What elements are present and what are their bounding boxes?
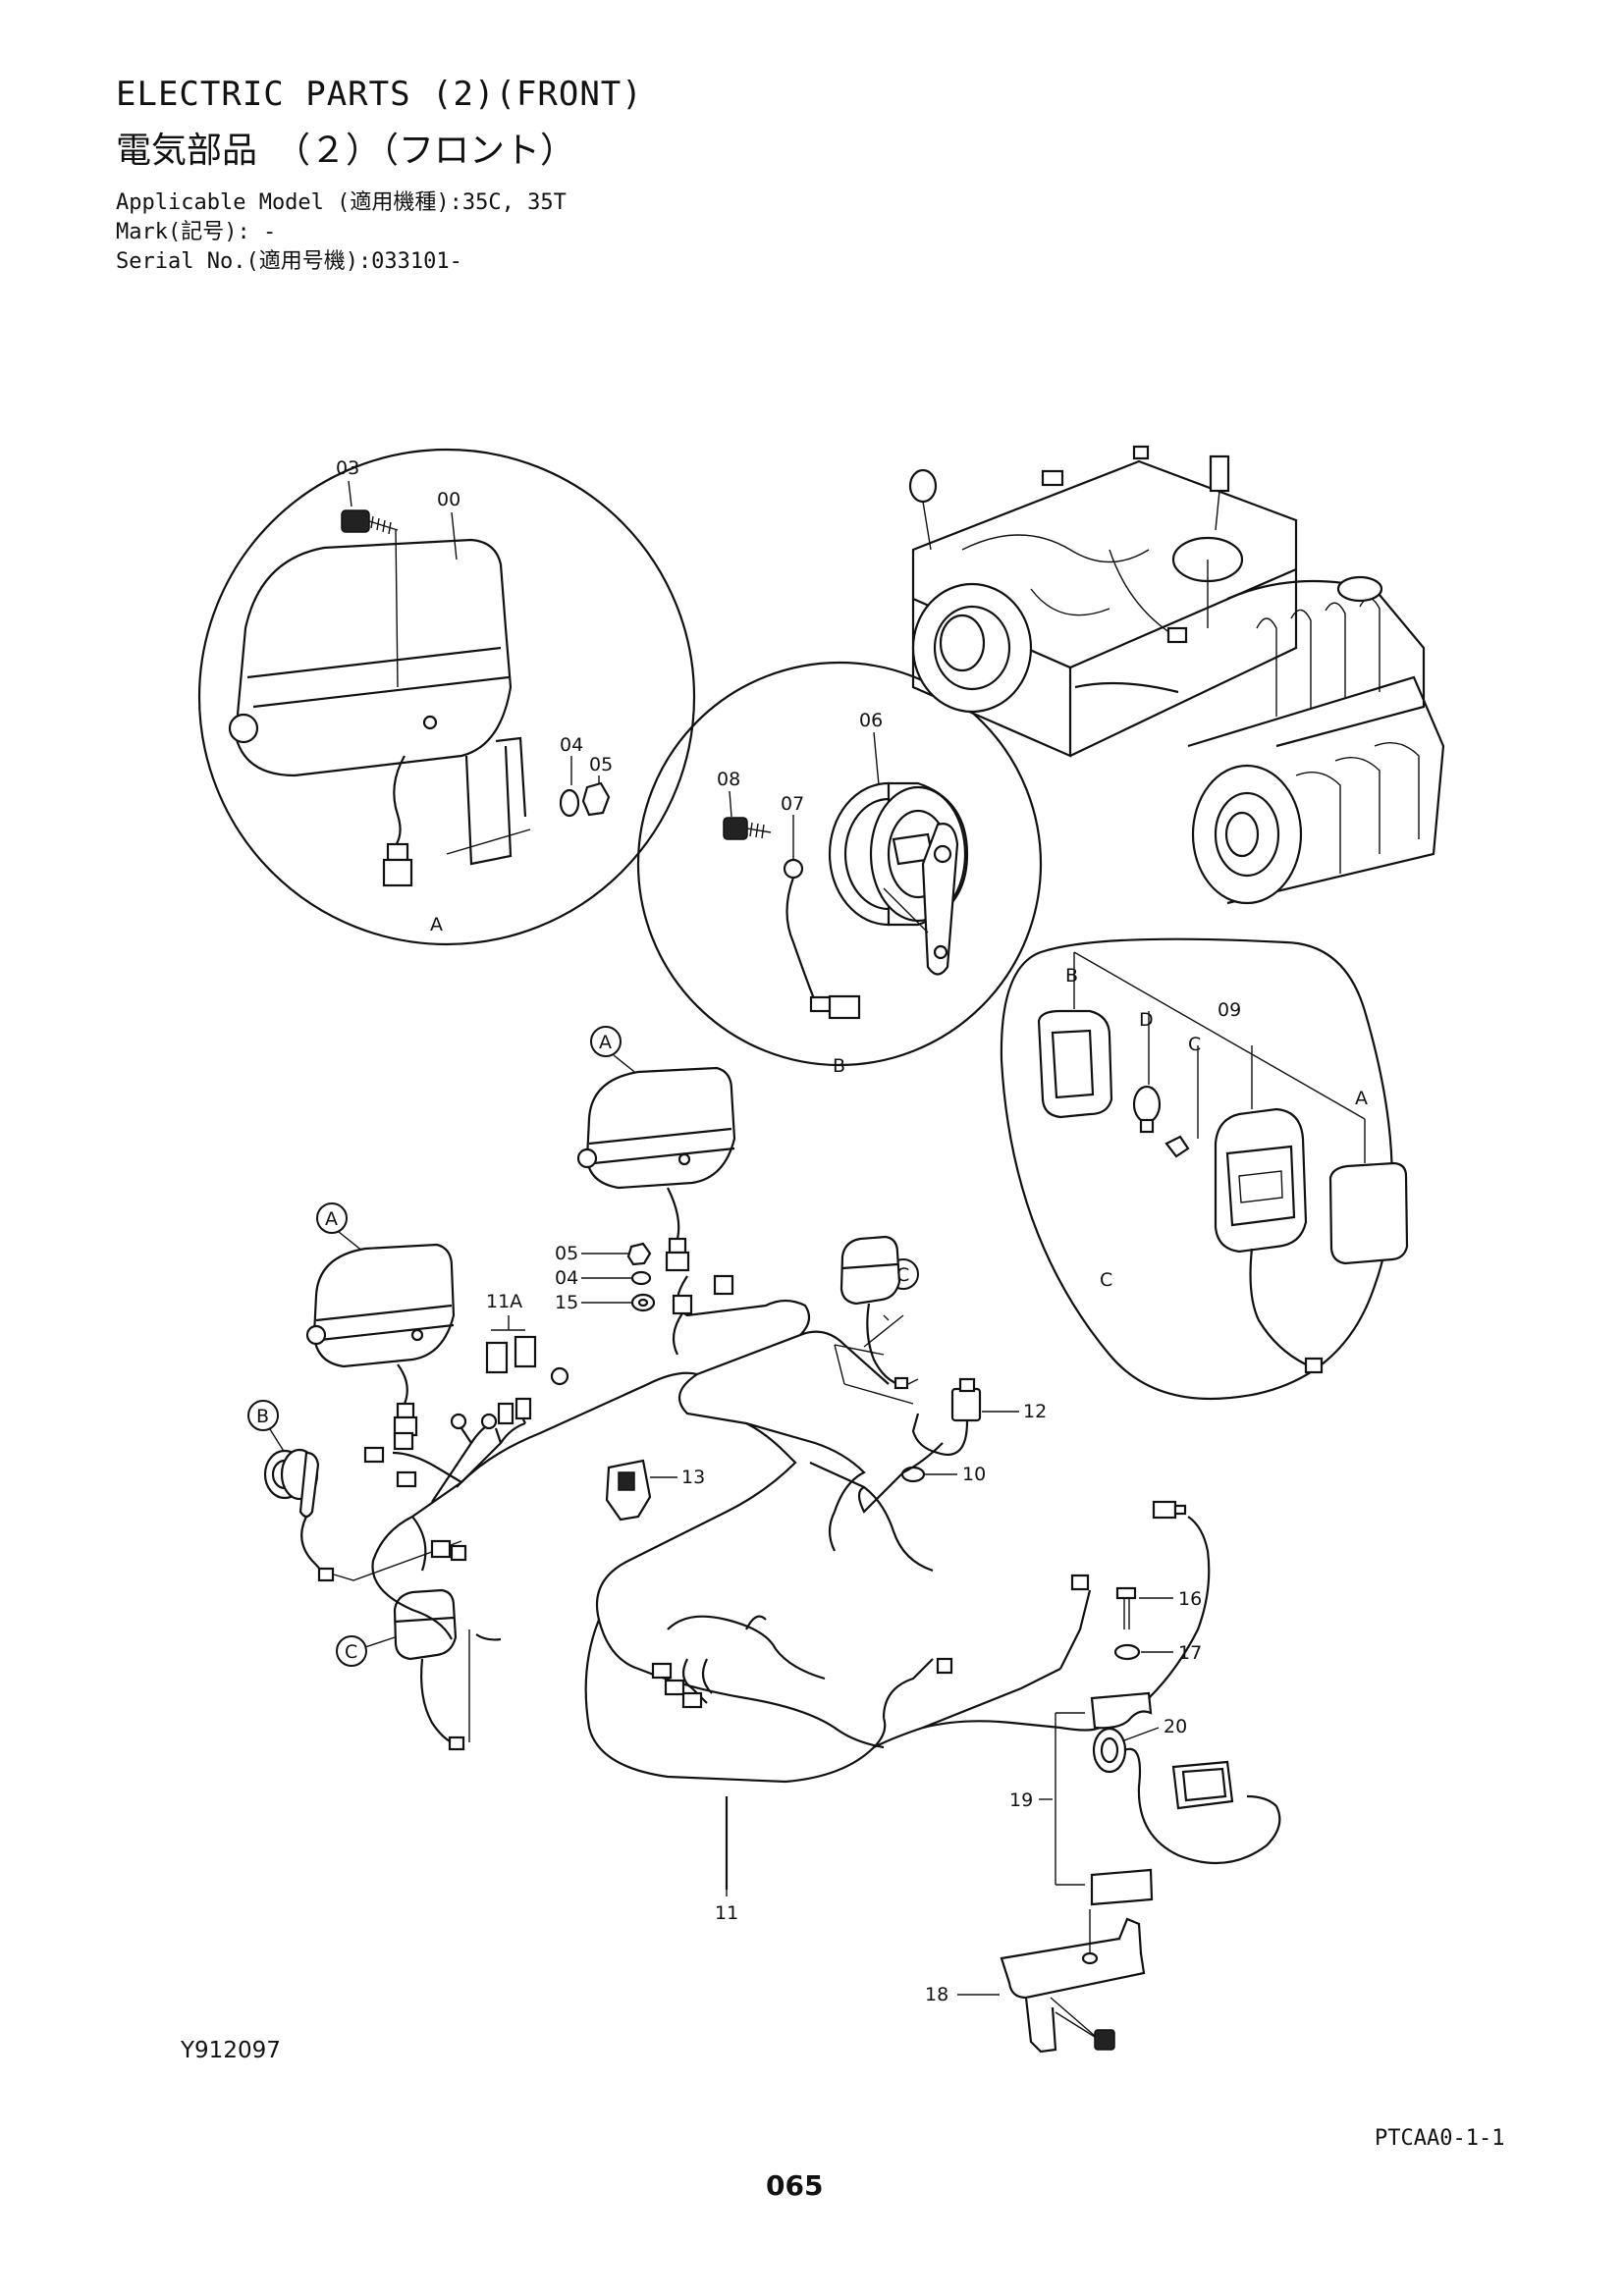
lamp-label-b: B xyxy=(1065,965,1078,987)
svg-text:15: 15 xyxy=(555,1292,578,1313)
page-number: 065 xyxy=(766,2169,824,2202)
detail-b-label: B xyxy=(833,1055,845,1077)
figure-id: Y912097 xyxy=(181,2038,281,2063)
label-18: 18 xyxy=(925,1984,948,2005)
label-20: 20 xyxy=(1164,1716,1187,1737)
label-16: 16 xyxy=(1178,1588,1202,1610)
detail-a-work-lamp: 03 00 04 05 A xyxy=(197,448,696,946)
svg-text:A: A xyxy=(325,1208,338,1230)
detail-b-horn: 08 07 06 B xyxy=(636,661,1043,1077)
machine-overview xyxy=(908,445,1445,905)
detail-c-side-lamp: B D 09 C A C xyxy=(1000,937,1409,1400)
page-code: PTCAA0-1-1 xyxy=(1375,2126,1505,2151)
label-11a: 11A xyxy=(486,1291,522,1312)
detail-c-label: C xyxy=(1100,1269,1112,1291)
label-12: 12 xyxy=(1023,1401,1047,1422)
callout-c-left xyxy=(336,1635,367,1667)
label-10: 10 xyxy=(962,1464,986,1485)
label-13: 13 xyxy=(681,1467,705,1488)
label-17: 17 xyxy=(1178,1642,1202,1664)
svg-text:B: B xyxy=(256,1406,269,1427)
lamp-housing-shape xyxy=(234,538,513,777)
callout-b xyxy=(247,1400,279,1431)
svg-text:04: 04 xyxy=(555,1267,578,1289)
bolt-shape xyxy=(341,509,370,533)
applicable-model: Applicable Model (適用機種):35C, 35T xyxy=(116,190,567,215)
lamp-label-a: A xyxy=(1355,1088,1368,1109)
mark: Mark(記号): - xyxy=(116,220,277,244)
lamp-label-d: D xyxy=(1139,1009,1154,1031)
lamp-pivot-shape xyxy=(228,713,259,744)
label-03: 03 xyxy=(336,457,359,479)
label-04: 04 xyxy=(560,734,583,756)
label-09: 09 xyxy=(1218,999,1241,1021)
svg-text:05: 05 xyxy=(555,1243,578,1264)
main-harness-assembly: A 05 04 15 A 11A xyxy=(247,1026,1281,2054)
lamp-label-c: C xyxy=(1188,1034,1201,1055)
callout-a-upper xyxy=(590,1026,622,1057)
label-19: 19 xyxy=(1009,1789,1033,1811)
label-05: 05 xyxy=(589,754,613,775)
page-title-jp: 電気部品 （２）（フロント） xyxy=(116,131,576,171)
svg-text:A: A xyxy=(599,1032,612,1053)
detail-a-label: A xyxy=(430,914,443,935)
label-07: 07 xyxy=(781,793,804,815)
label-08: 08 xyxy=(717,769,740,790)
callout-a-left xyxy=(316,1202,348,1234)
label-11: 11 xyxy=(715,1902,738,1924)
svg-text:C: C xyxy=(345,1641,357,1663)
page-title-en: ELECTRIC PARTS (2)(FRONT) xyxy=(116,75,643,114)
serial-number: Serial No.(適用号機):033101- xyxy=(116,249,462,274)
label-00: 00 xyxy=(437,489,460,510)
label-06: 06 xyxy=(859,710,883,731)
